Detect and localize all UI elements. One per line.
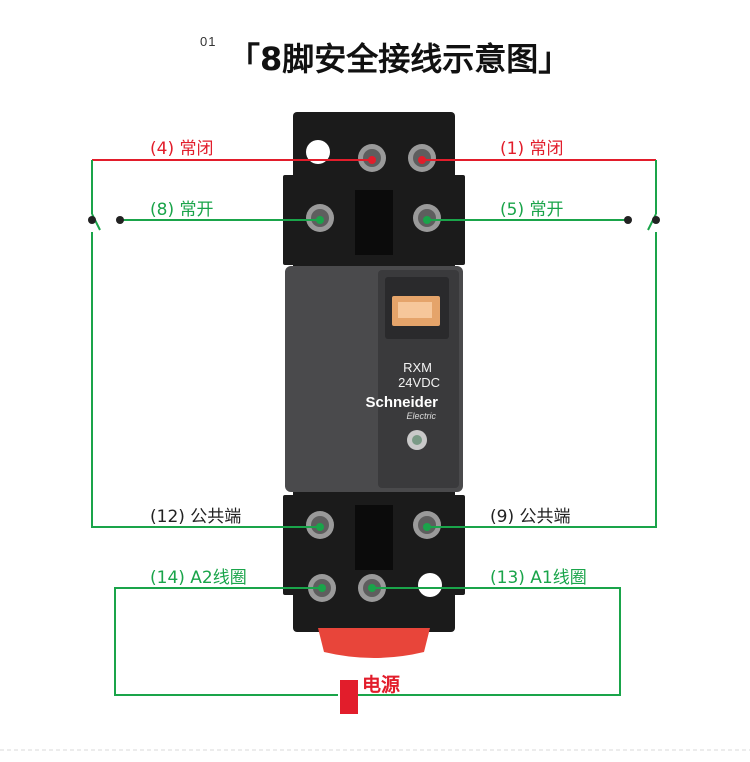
label-com-right: (9) 公共端 [490,507,571,527]
mount-hole-bottom [418,573,442,597]
brand-logo: Schneider [365,394,438,411]
page-title: 「8脚安全接线示意图」 [228,40,571,78]
label-com-left: (12) 公共端 [150,507,242,527]
label-power: 电源 [362,674,401,696]
label-coil-left: (14) A2线圈 [150,568,247,588]
relay-module [285,266,463,492]
label-nc-left: (4) 常闭 [150,139,214,159]
power-source [340,680,358,714]
label-no-right: (5) 常开 [500,200,564,220]
voltage-text: 24VDC [398,375,440,390]
release-clip [318,628,430,658]
model-text: RXM [403,360,432,375]
label-nc-right: (1) 常闭 [500,139,564,159]
wire-coil-right [358,587,621,696]
mount-hole-top [306,140,330,164]
title-number: 01 [200,34,217,49]
brand-sub: Electric [406,411,436,421]
wire-coil-left [114,587,338,696]
label-coil-right: (13) A1线圈 [490,568,587,588]
label-no-left: (8) 常开 [150,200,214,220]
